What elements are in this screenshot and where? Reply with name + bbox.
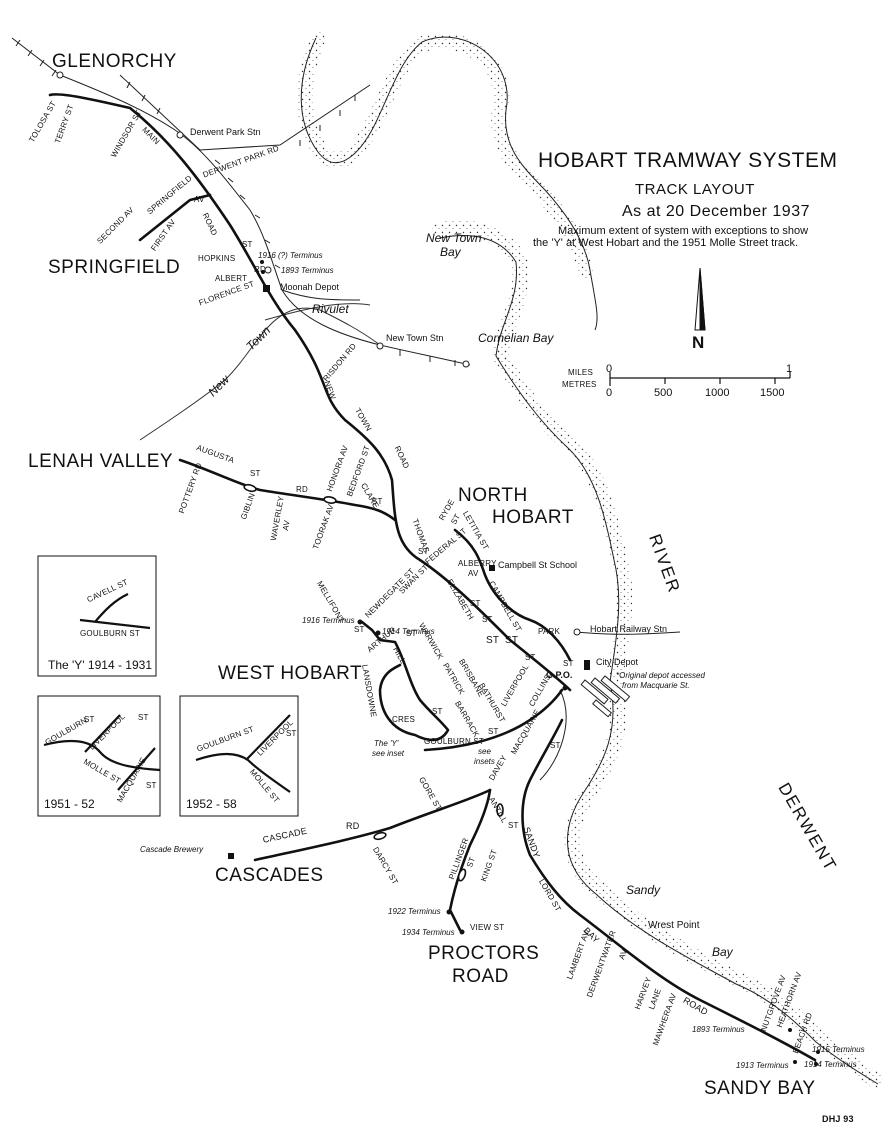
railway-ticks	[15, 39, 456, 366]
sandy-bay-track	[521, 718, 817, 1062]
passing-loops	[243, 483, 504, 882]
station-markers	[56, 71, 581, 636]
lenah-valley-track	[178, 458, 397, 522]
west-hobart-track	[360, 620, 450, 742]
inset-frames	[37, 555, 299, 817]
point-markers	[228, 260, 820, 1066]
scale-bar	[609, 372, 791, 386]
north-hobart-track	[453, 528, 572, 662]
main-road-track	[48, 93, 572, 692]
north-arrow	[694, 267, 706, 331]
railway	[11, 37, 681, 635]
goulburn-track	[423, 688, 564, 752]
tram-tracks	[48, 93, 817, 1062]
coastline-shading	[296, 32, 883, 1088]
cascades-track	[253, 788, 492, 862]
inset-tracks	[43, 593, 291, 793]
proctors-track	[448, 788, 492, 932]
springfield-track	[138, 193, 212, 242]
rivulets	[139, 303, 381, 441]
coastline	[300, 36, 879, 1085]
wharves	[580, 675, 631, 718]
